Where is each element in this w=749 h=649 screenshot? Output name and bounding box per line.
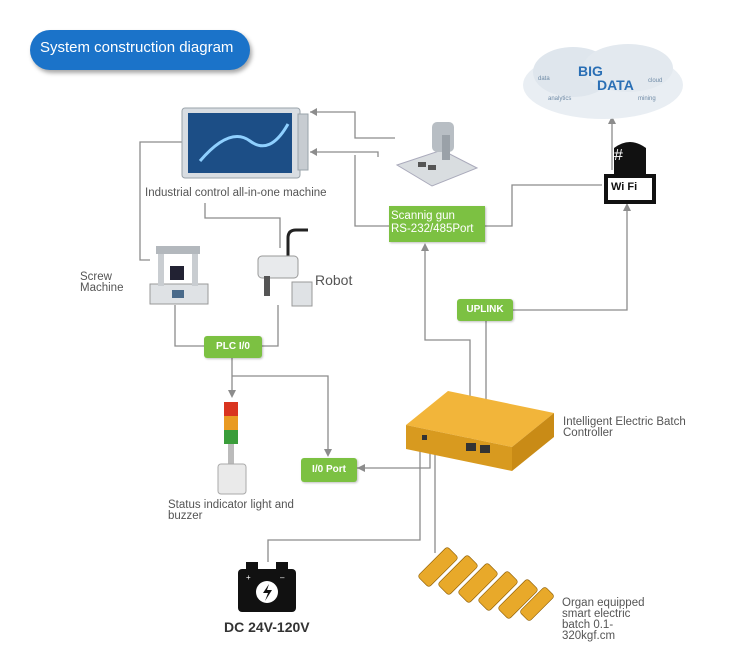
controller-line1: Intelligent Electric Batch (563, 416, 686, 428)
controller-line2: Controller (563, 427, 613, 439)
svg-text:analytics: analytics (548, 96, 571, 102)
diagram-title: System construction diagram (30, 30, 250, 70)
pc-screw-line (139, 141, 182, 261)
controller-battery-line (267, 448, 421, 562)
scanner-pc-line (310, 151, 379, 157)
monitor-icon (181, 107, 309, 179)
svg-text:–: – (280, 573, 285, 582)
screw-machine-icon (149, 246, 209, 305)
wifi-label: Wi Fi (611, 181, 638, 193)
organ-line2: smart electric (562, 608, 631, 620)
screw-plc-line (174, 305, 205, 347)
arrow-to-tower (228, 390, 236, 398)
pc-robot-line (204, 203, 281, 248)
electric-screwdriver-icon (418, 547, 554, 621)
pc-scanlabel-line (354, 155, 390, 227)
scanning-gun-line1: Scannig gun (391, 210, 455, 222)
status-light-line2: buzzer (168, 510, 203, 522)
arrow-to-wifi (623, 203, 631, 211)
battery-icon: + – (238, 562, 296, 612)
scara-robot-icon (257, 228, 313, 307)
svg-text:data: data (538, 76, 550, 82)
arrow-to-scanlabel (421, 243, 429, 251)
organ-line1: Organ equipped (562, 597, 645, 609)
io-port-tag: I/0 Port (301, 458, 357, 482)
scanner-pc-top-line (310, 111, 395, 139)
plc-io-tag: PLC I/0 (204, 336, 262, 358)
scanlabel-wifi-line (485, 184, 602, 227)
big-data-line2: DATA (597, 77, 634, 93)
dc-power-label: DC 24V-120V (224, 619, 310, 635)
wifi-router-icon (604, 142, 656, 204)
scanning-gun-line2: RS-232/485Port (391, 223, 474, 235)
scanning-gun-label: Scannig gun RS-232/485Port (389, 206, 485, 242)
controller-box-icon (406, 391, 554, 471)
svg-text:mining: mining (638, 96, 656, 102)
robot-label: Robot (315, 272, 353, 288)
signal-tower-icon (217, 402, 247, 495)
big-data-line1: BIG (578, 63, 603, 79)
uplink-wifi-line (513, 205, 628, 311)
status-light-line1: Status indicator light and (168, 499, 294, 511)
arrow-to-pc (310, 148, 317, 156)
screw-machine-line2: Machine (80, 282, 124, 294)
controller-scanner-line (424, 245, 471, 440)
plc-io-line (232, 375, 329, 455)
arrow-to-cloud (608, 116, 616, 124)
arrow-to-io (324, 449, 332, 457)
svg-text:cloud: cloud (648, 78, 662, 84)
arrow-to-pc-top (310, 108, 317, 116)
uplink-tag: UPLINK (457, 299, 513, 321)
organ-line4: 320kgf.cm (562, 630, 616, 642)
arrow-io-from-controller (357, 464, 365, 472)
barcode-scanner-icon (395, 122, 479, 187)
organ-line3: batch 0.1- (562, 619, 614, 631)
cloud-big-data-icon: data cloud analytics mining (523, 44, 683, 119)
hash-mark: # (614, 147, 623, 164)
svg-text:+: + (246, 573, 251, 582)
industrial-pc-label: Industrial control all-in-one machine (145, 187, 327, 199)
robot-plc-line (262, 305, 279, 347)
screw-machine-line1: Screw (80, 271, 112, 283)
